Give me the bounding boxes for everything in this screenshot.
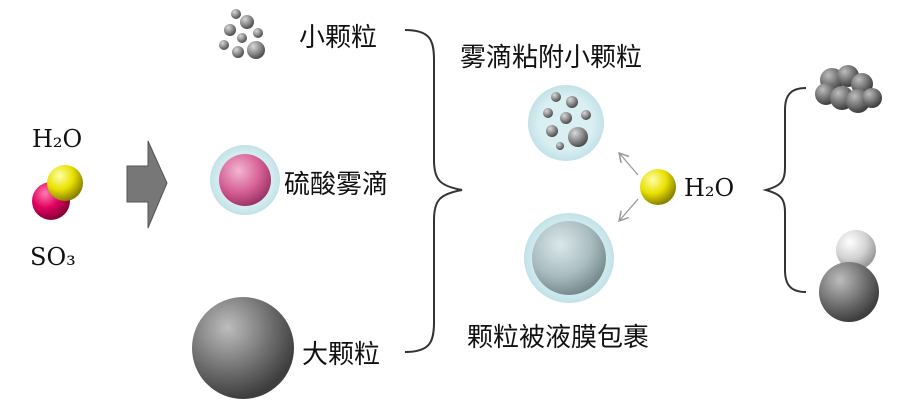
h2o-label-left: H₂O — [32, 125, 82, 153]
mist-with-small-particles — [528, 85, 604, 161]
agglomerated-cluster — [815, 65, 882, 113]
grouping-brace — [404, 29, 463, 353]
particles-coated-label: 颗粒被液膜包裹 — [467, 323, 649, 353]
liquid-film-coated-particle — [524, 213, 614, 303]
so3-h2o-molecule — [32, 165, 83, 220]
sulfuric-acid-mist-droplet — [210, 145, 280, 215]
large-particles-label: 大颗粒 — [302, 340, 380, 370]
combined-particle-pair — [819, 230, 879, 322]
h2o-label-right: H₂O — [684, 174, 734, 202]
right-brace — [762, 87, 807, 293]
arrow-to-coated — [620, 198, 639, 220]
h2o-molecule-right — [640, 169, 676, 205]
arrow-to-mist — [620, 154, 639, 176]
large-particle — [192, 297, 294, 399]
small-particles-label: 小颗粒 — [299, 23, 377, 53]
sulfuric-acid-mist-label: 硫酸雾滴 — [284, 170, 388, 200]
small-particles-cluster — [219, 9, 265, 59]
process-arrow — [126, 140, 168, 229]
so3-label: SO₃ — [30, 243, 76, 271]
mist-adheres-label: 雾滴粘附小颗粒 — [460, 43, 642, 73]
